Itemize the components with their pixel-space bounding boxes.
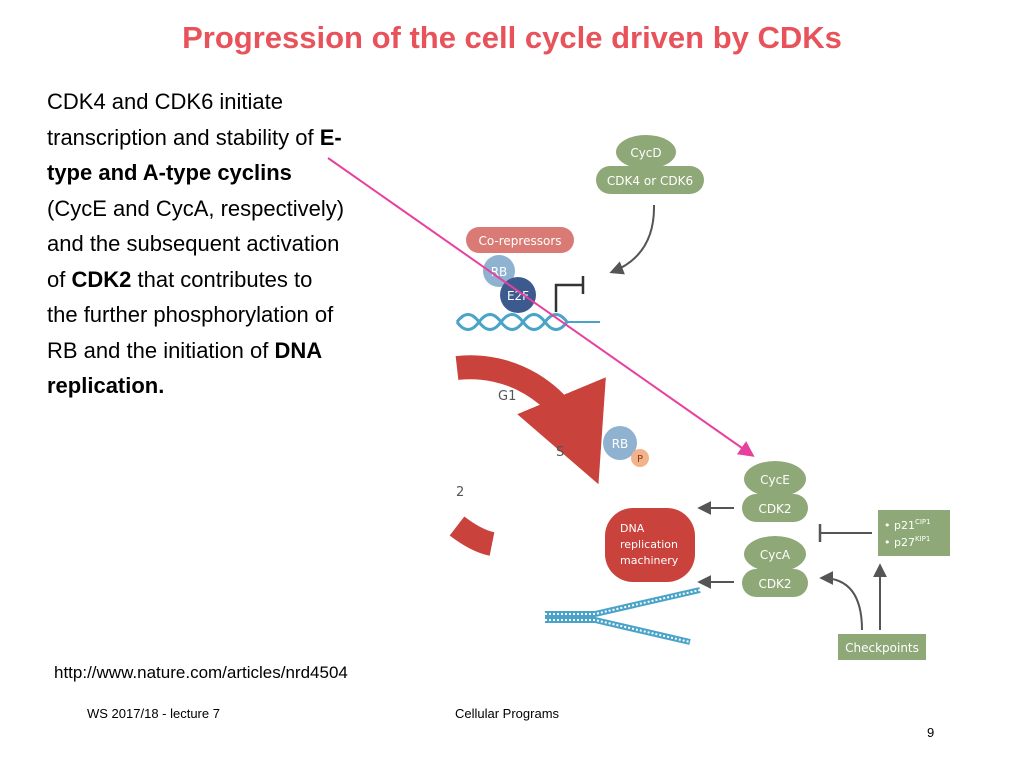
footer-title: Cellular Programs <box>455 706 560 721</box>
cyca-cdk2-complex: CycA CDK2 <box>742 536 808 597</box>
cdk2-top-label: CDK2 <box>758 502 791 516</box>
annotation-arrow <box>327 157 755 457</box>
body-bold-dna-replication: DNA replication. <box>47 337 322 399</box>
body-text-2: (CycE and CycA, respectively) and the su… <box>47 195 345 292</box>
cyce-label: CycE <box>760 473 790 487</box>
slide-title: Progression of the cell cycle driven by … <box>182 20 842 55</box>
checkpoints-box: Checkpoints <box>838 634 926 660</box>
cycd-shape <box>616 135 676 169</box>
corepressors-complex: Co-repressors <box>466 227 574 253</box>
dna-replication-line3: machinery <box>620 554 679 567</box>
cdk46-shape <box>596 166 704 194</box>
body-bold-cyclins: E-type and A-type cyclins <box>47 124 342 186</box>
cdk46-label: CDK4 or CDK6 <box>607 174 693 188</box>
rb-phospho-shape <box>603 426 637 460</box>
g1-label: G1 <box>498 389 516 404</box>
rb-shape <box>483 255 515 287</box>
body-text-1: CDK4 and CDK6 initiate transcription and… <box>47 89 320 150</box>
body-paragraph: CDK4 and CDK6 initiate transcription and… <box>47 84 347 404</box>
dna-replication-shape <box>605 508 695 582</box>
checkpoints-to-cyca-arrow <box>819 571 863 631</box>
inhibitors-shape <box>878 510 950 556</box>
transcription-start-symbol <box>554 283 583 312</box>
e2f-label: E2F <box>507 289 529 303</box>
cycd-to-rb-arrow <box>609 204 656 275</box>
cdk2-bottom-shape <box>742 569 808 597</box>
cdk2-bottom-label: CDK2 <box>758 577 791 591</box>
phosphorylated-rb: RB P <box>603 426 649 467</box>
replication-fork <box>545 587 701 645</box>
cycd-label: CycD <box>630 146 661 160</box>
cell-cycle-arc: G1 S 2 <box>449 355 606 556</box>
rb-phospho-label: RB <box>612 437 629 451</box>
p27-superscript: KIP1 <box>915 535 930 543</box>
source-url[interactable]: http://www.nature.com/articles/nrd4504 <box>54 663 348 682</box>
body-bold-cdk2: CDK2 <box>71 266 132 292</box>
dna-helix <box>455 313 600 331</box>
phosphate-shape <box>631 449 649 467</box>
cdk-inhibitors-box: • p21CIP1 • p27KIP1 <box>878 510 950 556</box>
body-text-3: that contributes to the further phosphor… <box>47 266 334 363</box>
cyca-shape <box>744 536 806 572</box>
phosphate-label: P <box>637 454 643 465</box>
p21-label: • p21CIP1 <box>884 518 931 532</box>
cdk2-top-shape <box>742 494 808 522</box>
p21-superscript: CIP1 <box>915 518 931 526</box>
dna-replication-line1: DNA <box>620 522 645 535</box>
checkpoints-label: Checkpoints <box>845 641 919 655</box>
checkpoints-shape <box>838 634 926 660</box>
g2-label-fragment: 2 <box>456 485 464 500</box>
corepressors-shape <box>466 227 574 253</box>
dna-replication-machinery: DNA replication machinery <box>605 508 695 582</box>
cyce-cdk2-complex: CycE CDK2 <box>742 461 808 522</box>
footer-course: WS 2017/18 - lecture 7 <box>87 706 220 721</box>
s-phase-label: S <box>556 445 564 460</box>
p27-label: • p27KIP1 <box>884 535 930 549</box>
dna-replication-line2: replication <box>620 538 678 551</box>
p21-text: • p21 <box>884 519 915 532</box>
corepressors-label: Co-repressors <box>478 234 561 248</box>
cyce-shape <box>744 461 806 497</box>
rb-e2f-complex: RB E2F <box>483 255 536 313</box>
cyca-label: CycA <box>760 548 791 562</box>
p27-text: • p27 <box>884 536 915 549</box>
cycd-cdk46-complex: CycD CDK4 or CDK6 <box>596 135 704 194</box>
page-number: 9 <box>927 725 935 740</box>
